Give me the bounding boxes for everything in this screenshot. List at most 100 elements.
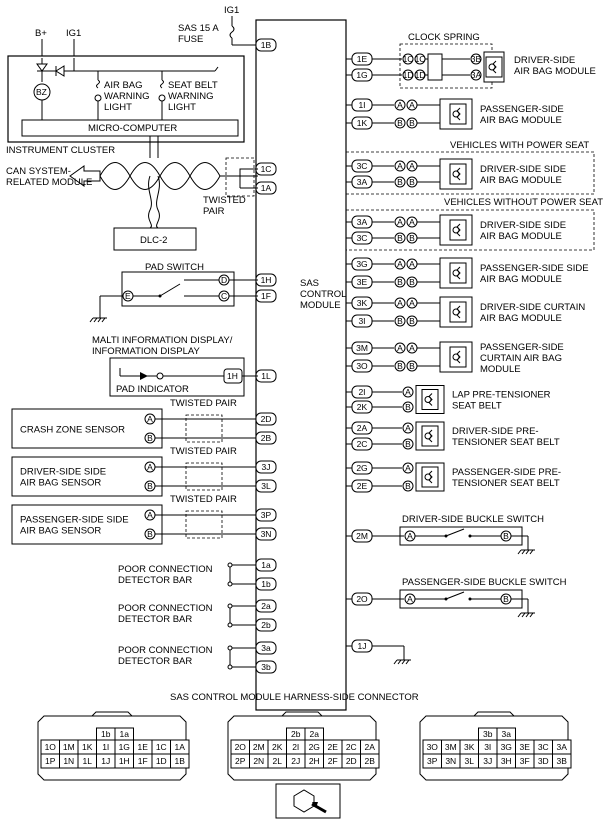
- micro-computer-label: MICRO-COMPUTER: [88, 123, 177, 134]
- driver-side-sensor-l2: AIR BAG SENSOR: [20, 478, 101, 489]
- right-pin-2-label: 1I: [358, 100, 365, 110]
- right-pin-1-label: 1G: [356, 70, 367, 80]
- passenger-buckle-switch-pb-label: B: [503, 594, 509, 604]
- passenger-pretensioner-l2: TENSIONER SEAT BELT: [452, 478, 560, 489]
- passenger-curtain-airbag-l3: MODULE: [480, 364, 521, 375]
- left-pin-6-label: 2D: [261, 414, 272, 424]
- lap-pretensioner-l1: LAP PRE-TENSIONER: [452, 390, 551, 401]
- airbag-warning-l3: LIGHT: [104, 102, 132, 113]
- right-pin-17-label: 2C: [357, 439, 368, 449]
- harness-connector-2-r1-4: 2H: [309, 756, 320, 766]
- bar-2-l2: DETECTOR BAR: [118, 656, 192, 667]
- harness-connector-3-r1-3: 3J: [483, 756, 492, 766]
- passenger-side-airbag-pa2-label: A: [409, 259, 415, 269]
- airbag-warning-l1: AIR BAG: [104, 80, 143, 91]
- harness-connector-1-r0-1: 1M: [63, 742, 75, 752]
- passenger-side-sensor-box: [11, 504, 163, 545]
- harness-connector-2-r0-2: 2K: [272, 742, 283, 752]
- harness-connector-1-r1-3: 1J: [101, 756, 110, 766]
- right-pin-13-label: 3O: [356, 361, 368, 371]
- sas-control-module-box: [255, 19, 347, 711]
- clock-pin-l0-label: 1C: [403, 54, 414, 64]
- can-label-1: CAN SYSTEM-: [6, 166, 71, 177]
- passenger-airbag-pb1: [394, 117, 406, 129]
- passenger-pretensioner-pb-label: B: [405, 481, 411, 491]
- left-pin-10-label: 3P: [261, 510, 272, 520]
- driver-pretensioner-l2: TENSIONER SEAT BELT: [452, 437, 560, 448]
- driver-side-airbag-nopower-pa2-label: A: [409, 217, 415, 227]
- seatbelt-warning-l1: SEAT BELT: [168, 80, 218, 91]
- harness-connector-3-r1-1: 3N: [445, 756, 456, 766]
- driver-side-airbag-nopower-pa1: [394, 216, 406, 228]
- harness-connector-1-r1-0: 1P: [45, 756, 56, 766]
- clock-pin-r1: [470, 69, 482, 81]
- seatbelt-warning-light-icon: [158, 94, 166, 102]
- harness-connector-1-top-1: 1a: [120, 729, 130, 739]
- driver-side-airbag-nopower-pb1: [394, 232, 406, 244]
- bplus-label: B+: [35, 28, 47, 39]
- driver-pretensioner-pb-label: B: [405, 439, 411, 449]
- driver-curtain-airbag-l1: DRIVER-SIDE CURTAIN: [480, 302, 585, 313]
- driver-curtain-airbag-pa1: [394, 297, 406, 309]
- crash-zone-sensor-l1: CRASH ZONE SENSOR: [20, 425, 125, 436]
- harness-connector-3-r0-2: 3K: [464, 742, 475, 752]
- harness-connector-3-r0-3: 3I: [484, 742, 491, 752]
- crash-zone-sensor-pin-b-label: B: [147, 433, 153, 443]
- driver-side-airbag-power-l1: DRIVER-SIDE SIDE: [480, 164, 566, 175]
- harness-connector-2-r0-6: 2C: [346, 742, 357, 752]
- passenger-side-airbag-pb1-label: B: [397, 277, 403, 287]
- left-pin-1-label: 1C: [261, 164, 272, 174]
- right-pin-20-label: 2M: [356, 531, 368, 541]
- right-pin-9-label: 3E: [357, 277, 368, 287]
- right-pin-8-label: 3G: [356, 259, 367, 269]
- passenger-airbag-pa1: [394, 99, 406, 111]
- right-pin-18-label: 2G: [356, 463, 367, 473]
- module-label-3: MODULE: [300, 300, 341, 311]
- left-pin-9-label: 3L: [261, 481, 271, 491]
- mid-label-2: INFORMATION DISPLAY: [92, 346, 201, 357]
- clock-pin-r0-label: 3B: [471, 54, 482, 64]
- driver-side-sensor-l1: DRIVER-SIDE SIDE: [20, 467, 106, 478]
- micro-computer-box: [21, 119, 239, 137]
- harness-connector-1-r0-0: 1O: [45, 742, 57, 752]
- bar-1-l1: POOR CONNECTION: [118, 603, 213, 614]
- bar-0-l1: POOR CONNECTION: [118, 564, 213, 575]
- passenger-side-airbag-pb2-label: B: [409, 277, 415, 287]
- driver-buckle-switch-pb-label: B: [503, 531, 509, 541]
- passenger-side-sensor-l1: PASSENGER-SIDE SIDE: [20, 515, 129, 526]
- passenger-side-airbag-pa1-label: A: [397, 259, 403, 269]
- passenger-airbag-pb2-label: B: [409, 118, 415, 128]
- left-pin-17-label: 3b: [261, 662, 271, 672]
- driver-pretensioner-pa-label: A: [405, 423, 411, 433]
- clock-pin-r1-label: 3A: [471, 70, 482, 80]
- crash-zone-sensor-box: [11, 408, 163, 449]
- harness-connector-2-r1-3: 2J: [291, 756, 300, 766]
- harness-connector-3-r1-4: 3H: [501, 756, 512, 766]
- instrument-cluster-label: INSTRUMENT CLUSTER: [6, 145, 115, 156]
- left-pin-15-label: 2b: [261, 620, 271, 630]
- twisted-pair-label-1: TWISTED: [203, 195, 246, 206]
- harness-connector-1-r1-5: 1F: [138, 756, 148, 766]
- crash-zone-sensor-pin-a-label: A: [147, 414, 153, 424]
- driver-side-airbag-nopower-l1: DRIVER-SIDE SIDE: [480, 220, 566, 231]
- harness-connector-3-r0-4: 3G: [501, 742, 512, 752]
- pad-pin-d: D: [221, 275, 227, 285]
- module-label-1: SAS: [300, 278, 319, 289]
- airbag-warning-light-icon: [94, 94, 102, 102]
- passenger-airbag-pa2-label: A: [409, 100, 415, 110]
- right-pin-14-label: 2I: [358, 387, 365, 397]
- passenger-side-sensor-twisted-label: TWISTED PAIR: [170, 494, 237, 505]
- lap-pretensioner-pa: [402, 386, 414, 398]
- driver-curtain-airbag-pa1-label: A: [397, 298, 403, 308]
- right-pin-12-label: 3M: [356, 343, 368, 353]
- passenger-curtain-airbag-pa2-label: A: [409, 343, 415, 353]
- sensor-group: CRASH ZONE SENSOR AB TWISTED PAIR DRIVER-SI…: [11, 398, 256, 545]
- driver-side-airbag-nopower-pb2-label: B: [409, 233, 415, 243]
- driver-buckle-switch-label: DRIVER-SIDE BUCKLE SWITCH: [402, 514, 544, 525]
- left-pin-3-label: 1H: [261, 275, 272, 285]
- driver-curtain-airbag-pb2-label: B: [409, 316, 415, 326]
- passenger-side-airbag-l1: PASSENGER-SIDE SIDE: [480, 263, 589, 274]
- harness-connector-3-r0-5: 3E: [520, 742, 531, 752]
- harness-connector-1-r0-6: 1C: [156, 742, 167, 752]
- passenger-pretensioner-pa-label: A: [405, 463, 411, 473]
